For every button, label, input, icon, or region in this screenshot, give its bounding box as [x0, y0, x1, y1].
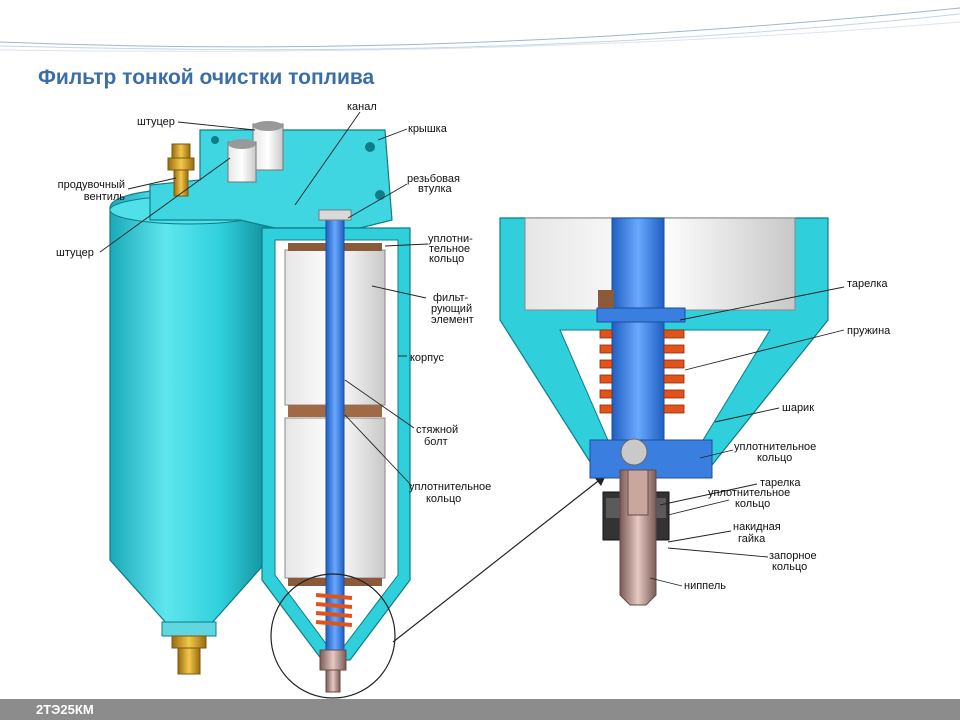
cover-head	[149, 121, 393, 229]
label-kryshka: крышка	[408, 123, 447, 135]
right-canister-section	[261, 209, 411, 699]
header-swoosh	[0, 7, 960, 52]
label-uplot1-1: уплотни-	[428, 233, 473, 245]
leader-lines	[99, 111, 845, 587]
label-zapor-2: кольцо	[772, 561, 808, 573]
label-gaika-1: накидная	[733, 521, 781, 533]
label-korpus: корпус	[410, 352, 445, 364]
label-bolt-2: болт	[424, 436, 448, 448]
label-filtr-1: фильт-	[433, 292, 469, 304]
footer-bar: 2ТЭ25КМ	[0, 699, 960, 720]
label-nippel: ниппель	[684, 580, 727, 592]
label-tarelka1: тарелка	[847, 278, 888, 290]
label-rezb-2: втулка	[418, 183, 452, 195]
label-uplot1-2: тельное	[429, 243, 471, 255]
detail-arrow	[392, 477, 603, 643]
label-tarelka2: тарелка	[760, 477, 801, 489]
label-zapor-1: запорное	[769, 550, 817, 562]
label-kanal: канал	[347, 101, 377, 113]
page-title: Фильтр тонкой очистки топлива	[38, 66, 375, 89]
label-shtutser-left: штуцер	[56, 247, 94, 259]
label-bolt-1: стяжной	[416, 424, 459, 436]
label-uplot3-2: кольцо	[757, 452, 793, 464]
label-pruzhina: пружина	[847, 325, 891, 337]
label-sharik: шарик	[782, 402, 815, 414]
label-filtr-3: элемент	[431, 314, 474, 326]
label-uplot2-2: кольцо	[426, 493, 462, 505]
label-gaika-2: гайка	[738, 533, 766, 545]
label-produv-1: продувочный	[57, 179, 125, 191]
label-shtutser-top: штуцер	[137, 116, 175, 128]
label-uplot2-1: уплотнительное	[409, 481, 492, 493]
label-uplot3-1: уплотнительное	[734, 441, 817, 453]
footer-text: 2ТЭ25КМ	[36, 702, 94, 717]
label-uplot1-3: кольцо	[429, 253, 465, 265]
detail-view	[499, 217, 829, 606]
label-uplot4-1: уплотнительное	[708, 487, 791, 499]
label-uplot4-2: кольцо	[735, 498, 771, 510]
left-canister	[109, 189, 269, 675]
label-rezb-1: резьбовая	[407, 173, 460, 185]
label-produv-2: вентиль	[83, 191, 125, 203]
label-filtr-2: рующий	[431, 303, 473, 315]
